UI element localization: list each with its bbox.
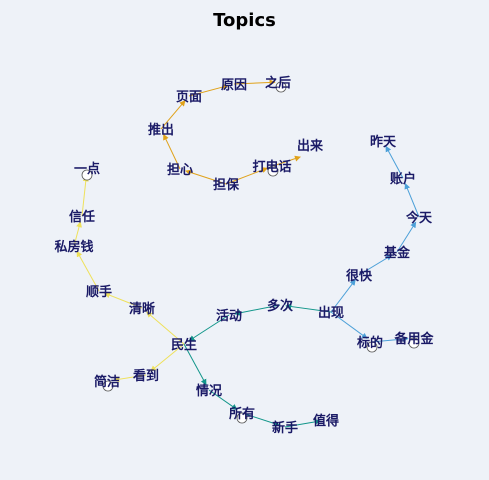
edges-layer [73, 79, 420, 428]
edge-tuichu-to-yemian [160, 100, 186, 130]
node-label-jijin[interactable]: 基金 [383, 245, 411, 261]
edge-shunshou-to-sifangqian [76, 250, 100, 292]
chart-title: Topics [213, 10, 276, 31]
node-label-yidian[interactable]: 一点 [74, 161, 100, 177]
node-label-biaode[interactable]: 标的 [356, 335, 383, 351]
edge-suoyou-to-xinshou [241, 412, 280, 427]
edge-xinren-to-yidian [81, 175, 89, 217]
node-label-qingkuang[interactable]: 情况 [196, 383, 222, 399]
edge-jintian-to-zhanghu [404, 182, 420, 218]
node-dadianhua-circle[interactable] [267, 165, 279, 177]
edge-yuanyin-to-zhihou [233, 79, 276, 86]
node-label-jianjie[interactable]: 简洁 [94, 374, 120, 390]
edge-zhanghu-to-zuotian [385, 145, 404, 179]
edge-minsheng-to-kandao [150, 343, 185, 372]
node-label-qingxi[interactable]: 清晰 [129, 301, 155, 317]
node-label-zhide[interactable]: 值得 [313, 413, 339, 429]
node-label-chulai[interactable]: 出来 [297, 138, 324, 154]
node-label-shunshou[interactable]: 顺手 [86, 284, 112, 300]
node-beiyongjin-circle[interactable] [408, 337, 420, 349]
edge-chuxian-to-biaode [330, 311, 368, 339]
edge-danbao-to-danxin [185, 169, 227, 185]
node-jianjie-circle[interactable] [102, 380, 114, 392]
edge-danbao-to-dadianhua [225, 167, 268, 185]
edge-chuxian-to-yinkuai [330, 279, 356, 313]
node-label-chuxian[interactable]: 出现 [318, 305, 344, 321]
labels-layer: 之后 原因页面推出担心担保打电话出来一点信任私房钱顺手清晰民生看到简洁情况所有新手… [54, 75, 434, 436]
edge-xinshou-to-zhide [284, 418, 321, 428]
node-label-sifangqian[interactable]: 私房钱 [54, 239, 93, 255]
node-label-yuanyin[interactable]: 原因 [221, 78, 247, 93]
node-label-zuotian[interactable]: 昨天 [370, 134, 397, 150]
node-label-beiyongjin[interactable]: 备用金 [393, 331, 434, 347]
node-label-yinkuai[interactable]: 很快 [346, 268, 373, 284]
edge-qingxi-to-shunshou [104, 292, 143, 309]
node-zhihou-circle[interactable] [275, 81, 287, 93]
edge-sifangqian-to-xinren [73, 221, 82, 247]
node-label-zhihou[interactable]: 之后 [265, 75, 291, 91]
edge-dadianhua-to-chulai [272, 155, 301, 167]
edge-minsheng-to-qingxi [146, 311, 185, 345]
node-label-jintian[interactable]: 今天 [405, 210, 433, 226]
edge-minsheng-to-qingkuang [183, 343, 207, 386]
node-label-yemian[interactable]: 页面 [176, 90, 202, 105]
node-label-xinshou[interactable]: 新手 [272, 420, 298, 436]
node-label-dadianhua[interactable]: 打电话 [252, 159, 291, 175]
node-label-suoyou[interactable]: 所有 [229, 406, 255, 422]
edge-yemian-to-yuanyin [188, 84, 229, 97]
node-label-xinren[interactable]: 信任 [69, 209, 95, 225]
edge-yinkuai-to-jijin [358, 254, 393, 276]
nodes-layer [81, 81, 420, 424]
edge-chuxian-to-duoci [285, 303, 332, 313]
node-label-zhanghu[interactable]: 账户 [390, 171, 416, 187]
node-biaode-circle[interactable] [366, 341, 378, 353]
edge-danxin-to-tuichu [163, 133, 181, 170]
node-label-danbao[interactable]: 担保 [213, 177, 240, 193]
node-label-kandao[interactable]: 看到 [133, 368, 159, 384]
node-label-tuichu[interactable]: 推出 [148, 122, 174, 138]
node-label-minsheng[interactable]: 民生 [171, 337, 197, 353]
node-label-huodong[interactable]: 活动 [216, 308, 242, 324]
node-label-duoci[interactable]: 多次 [267, 298, 293, 314]
edge-huodong-to-minsheng [188, 314, 230, 342]
edge-duoci-to-huodong [234, 304, 281, 316]
edge-kandao-to-jianjie [113, 374, 147, 383]
node-yidian-circle[interactable] [81, 169, 93, 181]
node-suoyou-circle[interactable] [236, 412, 248, 424]
edge-jijin-to-jintian [396, 221, 417, 253]
edge-biaode-to-beiyongjin [371, 336, 409, 343]
edge-qingkuang-to-suoyou [208, 389, 238, 410]
node-label-danxin[interactable]: 担心 [167, 162, 193, 178]
